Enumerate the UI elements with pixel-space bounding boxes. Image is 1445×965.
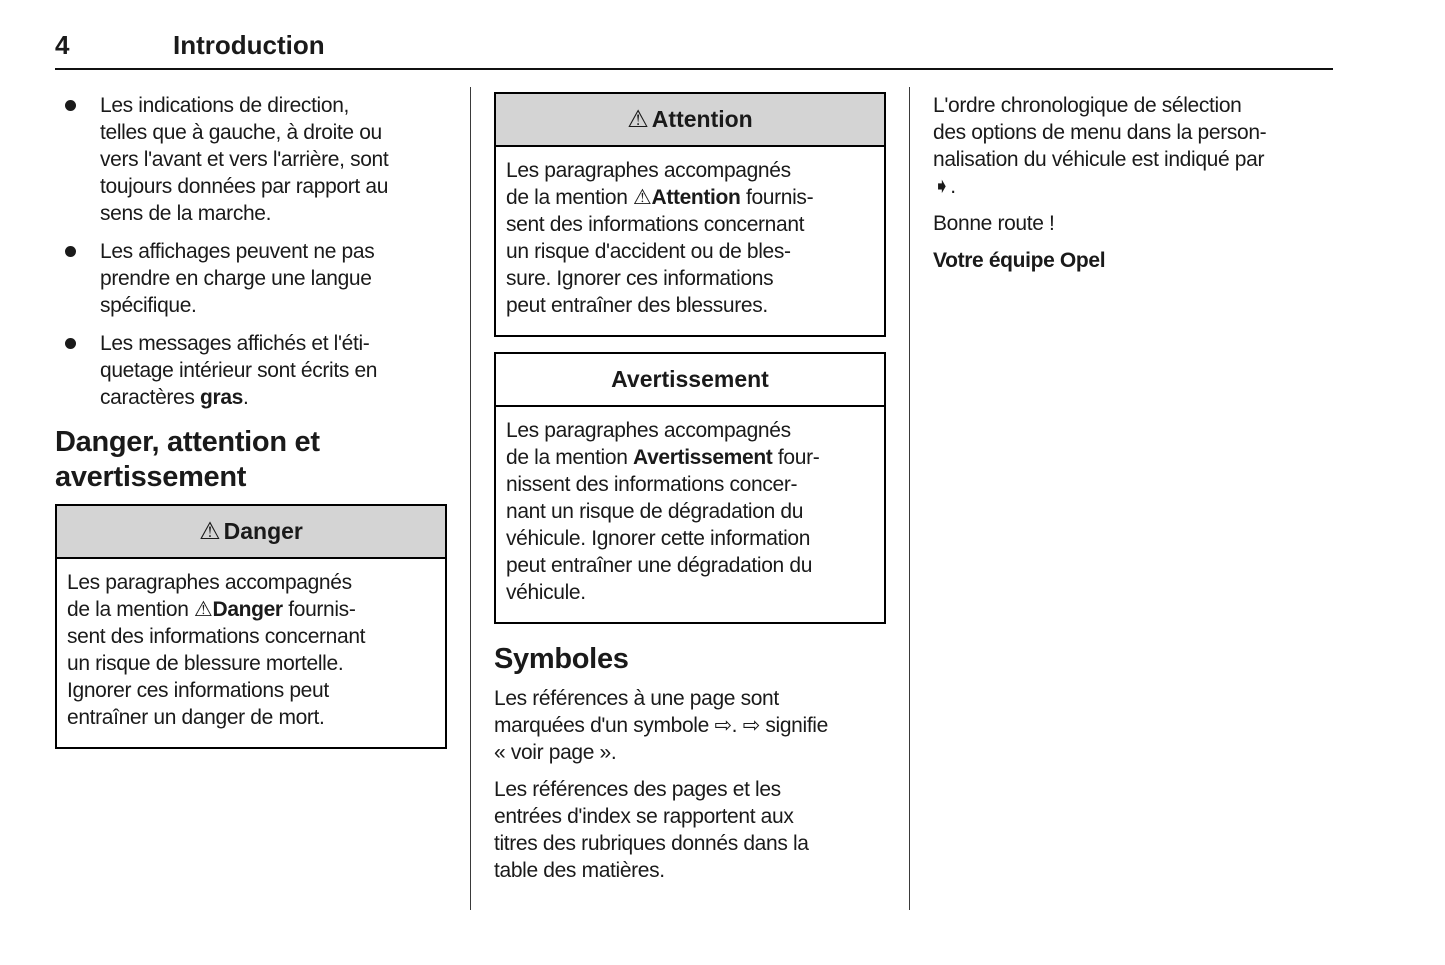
page-header: 4 Introduction	[55, 30, 1333, 70]
avertissement-box-title: Avertissement	[611, 366, 769, 392]
attention-box-header: ⚠ Attention	[496, 94, 884, 147]
manual-page: 4 Introduction Les indications de direct…	[55, 30, 1333, 913]
list-item-text: Les indications de direction,telles que …	[100, 94, 389, 225]
paragraph-signature: Votre équipe Opel	[933, 249, 1106, 272]
page-number: 4	[55, 30, 70, 60]
column-left: Les indications de direction,telles que …	[55, 87, 447, 913]
page-title: Introduction	[173, 30, 325, 60]
bullet-icon	[65, 246, 76, 257]
paragraph-bonne-route: Bonne route !	[933, 212, 1055, 235]
avertissement-box-header: Avertissement	[496, 354, 884, 407]
column-divider	[909, 87, 910, 910]
attention-box-title: Attention	[651, 106, 753, 132]
danger-box-header: ⚠ Danger	[57, 506, 445, 559]
warning-triangle-icon: ⚠	[627, 105, 649, 133]
danger-box-title: Danger	[223, 518, 303, 544]
avertissement-box: Avertissement Les paragraphes accompagné…	[494, 352, 886, 624]
list-item-text: Les messages affichés et l'éti-quetage i…	[100, 332, 378, 409]
bullet-icon	[65, 338, 76, 349]
bullet-icon	[65, 100, 76, 111]
column-divider	[470, 87, 471, 910]
content-columns: Les indications de direction,telles que …	[55, 87, 1333, 913]
bullet-list: Les indications de direction,telles que …	[55, 92, 447, 411]
warning-triangle-icon: ⚠	[199, 517, 221, 545]
section-heading-symboles: Symboles	[494, 643, 629, 675]
section-heading-danger-attention: Danger, attention et avertissement	[55, 426, 320, 493]
list-item: Les messages affichés et l'éti-quetage i…	[55, 330, 447, 411]
list-item: Les indications de direction,telles que …	[55, 92, 447, 227]
